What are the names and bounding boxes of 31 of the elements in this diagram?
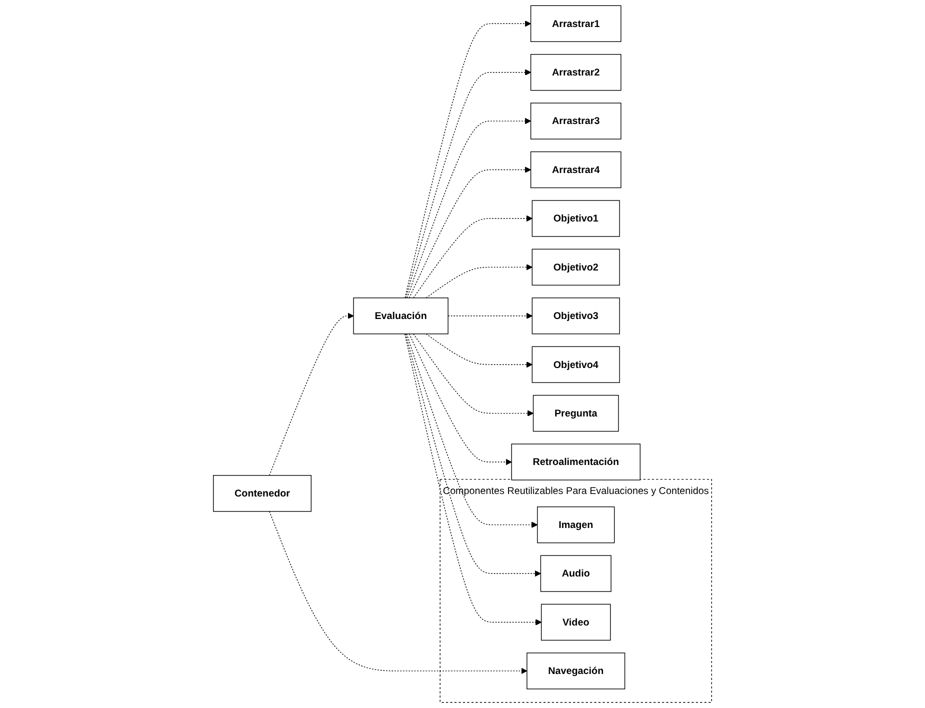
arrow: [404, 334, 542, 626]
arrow: [406, 334, 538, 528]
arrow: [269, 312, 354, 476]
arrow: [408, 166, 532, 298]
node-box: Objetivo2: [532, 248, 620, 286]
arrow: [405, 334, 541, 577]
node-box: Objetivo4: [532, 346, 620, 383]
arrow: [426, 334, 532, 368]
arrow: [448, 312, 532, 319]
node-box: Evaluación: [353, 298, 448, 334]
node-box: Arrastrar4: [530, 151, 622, 188]
arrow: [406, 118, 532, 298]
arrow: [269, 511, 528, 674]
node-box: Contenedor: [213, 475, 312, 512]
arrow: [426, 264, 532, 298]
node-box: Video: [540, 604, 611, 641]
node-box: Objetivo1: [532, 200, 620, 237]
node-box: Arrastrar3: [530, 102, 622, 140]
node-box: Pregunta: [532, 394, 619, 432]
node-box: Audio: [540, 555, 612, 592]
node-box: Arrastrar1: [530, 5, 622, 42]
arrow: [413, 334, 534, 416]
arrow: [413, 215, 532, 298]
node-box: Imagen: [537, 506, 615, 544]
node-box: Objetivo3: [532, 298, 620, 334]
arrow: [406, 69, 532, 298]
node-box: Navegación: [526, 652, 626, 690]
arrow: [404, 20, 532, 298]
node-box: Retroalimentación: [511, 444, 640, 480]
node-box: Arrastrar2: [530, 54, 622, 91]
arrow: [408, 334, 512, 466]
